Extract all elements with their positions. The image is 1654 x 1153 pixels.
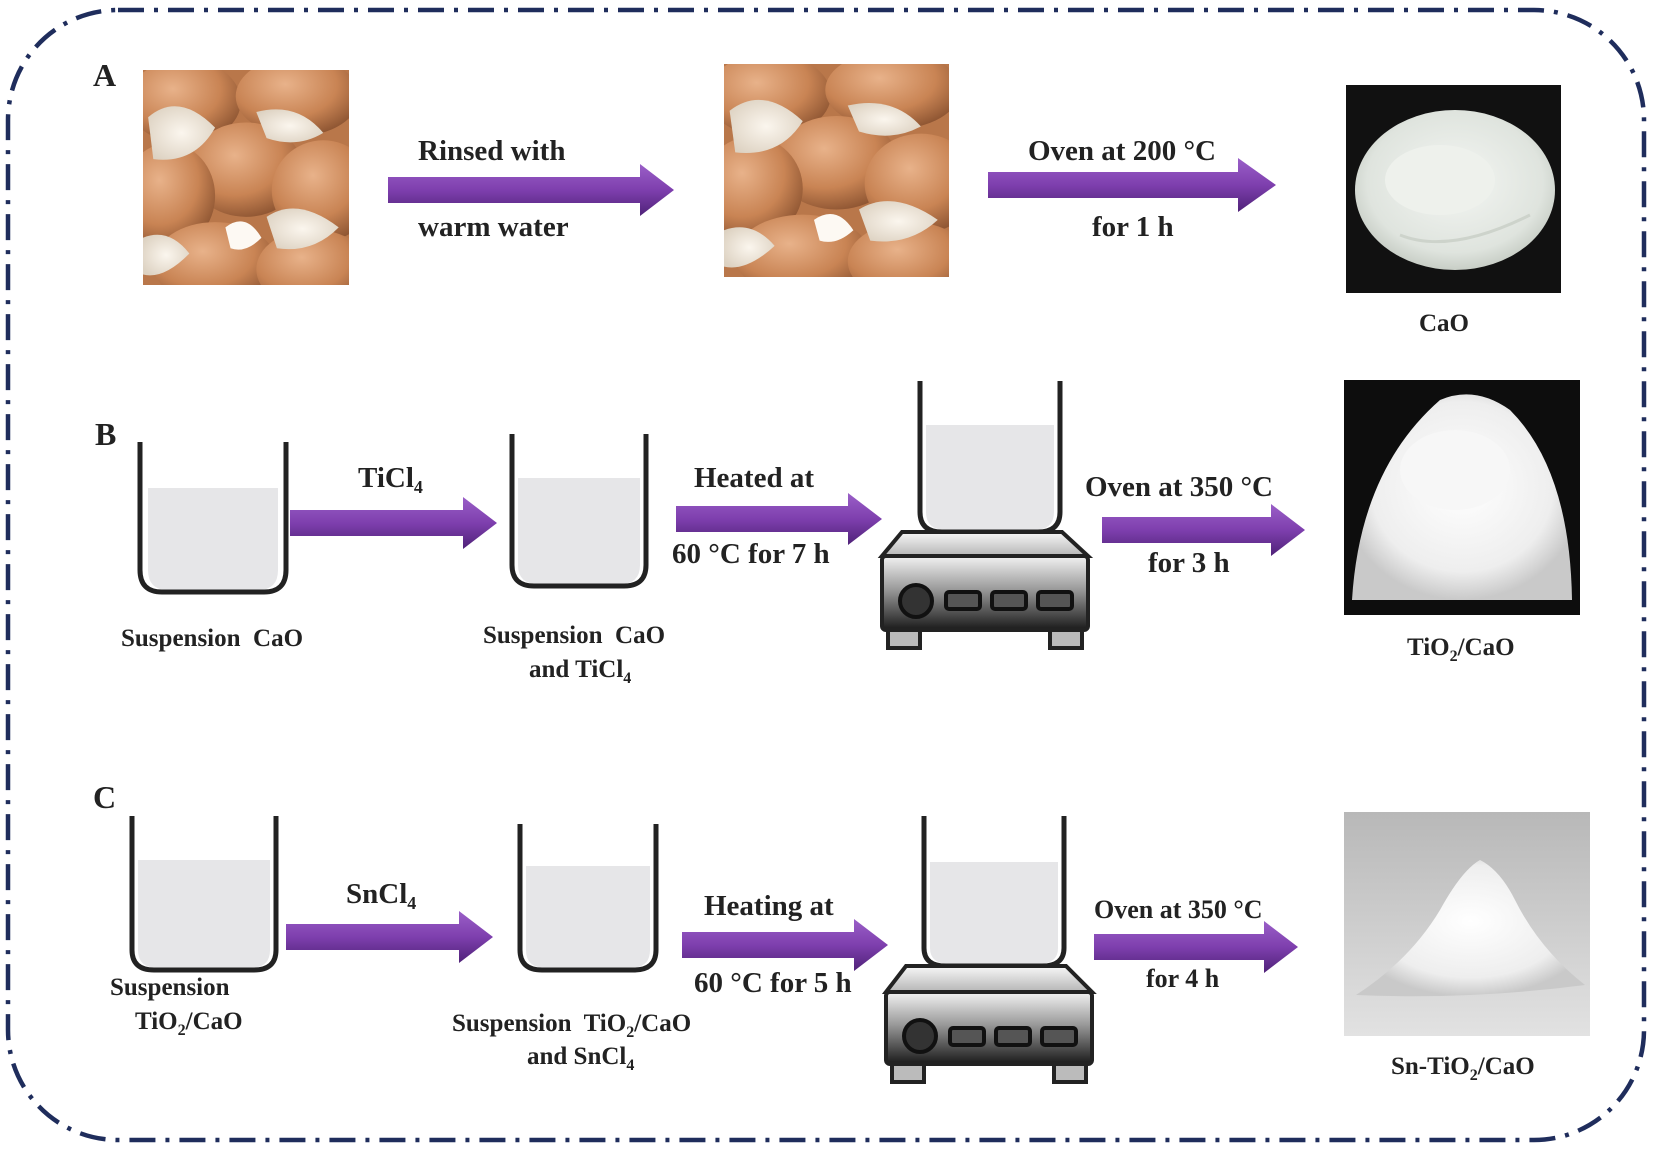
arrow-sncl4 xyxy=(286,911,493,963)
hotplate-b-knob xyxy=(898,583,934,619)
oven-b-line2: for 3 h xyxy=(1148,547,1230,579)
section-label-b: B xyxy=(95,416,116,452)
sn-tio2-cao-label: Sn-TiO2/CaO xyxy=(1391,1053,1535,1084)
tio2-cao-label: TiO2/CaO xyxy=(1407,634,1515,665)
arrow-heat-b xyxy=(676,493,882,545)
rinse-label-line1: Rinsed with xyxy=(418,135,565,167)
ticl4-label: TiCl4 xyxy=(358,462,423,497)
oven-b-line1: Oven at 350 °C xyxy=(1085,471,1273,503)
c-start-caption-line2: TiO2/CaO xyxy=(135,1008,243,1039)
heat-c-line1: Heating at xyxy=(704,890,834,922)
c-mid-caption-line1: Suspension TiO2/CaO xyxy=(452,1010,691,1041)
outer-dashed-border xyxy=(5,7,1647,1143)
hotplate-c xyxy=(881,816,1097,1084)
oven-a-label-line2: for 1 h xyxy=(1092,211,1174,243)
beaker-tio2-cao-sncl4 xyxy=(517,824,659,973)
beaker-cao-ticl4 xyxy=(509,434,649,589)
tio2-cao-powder-photo xyxy=(1344,380,1580,615)
b-mid-caption-line2: and TiCl4 xyxy=(529,656,631,687)
arrow-heat-c xyxy=(682,919,888,971)
oven-c-line1: Oven at 350 °C xyxy=(1094,895,1263,924)
heat-b-line2: 60 °C for 7 h xyxy=(672,538,830,570)
beaker-tio2-cao-suspension xyxy=(129,816,279,973)
arrow-oven-b xyxy=(1102,504,1305,556)
cao-powder-photo xyxy=(1346,85,1561,293)
section-label-c: C xyxy=(93,779,116,815)
b-mid-caption-line1: Suspension CaO xyxy=(483,622,665,649)
arrow-rinse xyxy=(388,164,674,216)
section-label-a: A xyxy=(93,57,116,93)
hotplate-c-knob xyxy=(902,1018,938,1054)
heat-c-line2: 60 °C for 5 h xyxy=(694,967,852,999)
eggshell-photo-rinsed xyxy=(724,64,949,277)
c-mid-caption-line2: and SnCl4 xyxy=(527,1043,634,1074)
rinse-label-line2: warm water xyxy=(418,211,569,243)
heat-b-line1: Heated at xyxy=(694,462,814,494)
eggshell-photo-raw xyxy=(143,70,349,285)
hotplate-b xyxy=(877,381,1094,650)
oven-a-label-line1: Oven at 200 °C xyxy=(1028,135,1216,167)
arrow-ticl4 xyxy=(290,497,497,549)
sn-tio2-cao-powder-photo xyxy=(1344,812,1590,1036)
c-start-caption-line1: Suspension xyxy=(110,974,230,1001)
sncl4-label: SnCl4 xyxy=(346,878,416,913)
beaker-cao-suspension xyxy=(137,442,289,595)
arrow-oven-c xyxy=(1094,921,1298,973)
b-start-caption: Suspension CaO xyxy=(121,625,303,652)
arrow-oven-a xyxy=(988,158,1276,212)
oven-c-line2: for 4 h xyxy=(1146,964,1220,993)
cao-product-label: CaO xyxy=(1419,310,1469,337)
